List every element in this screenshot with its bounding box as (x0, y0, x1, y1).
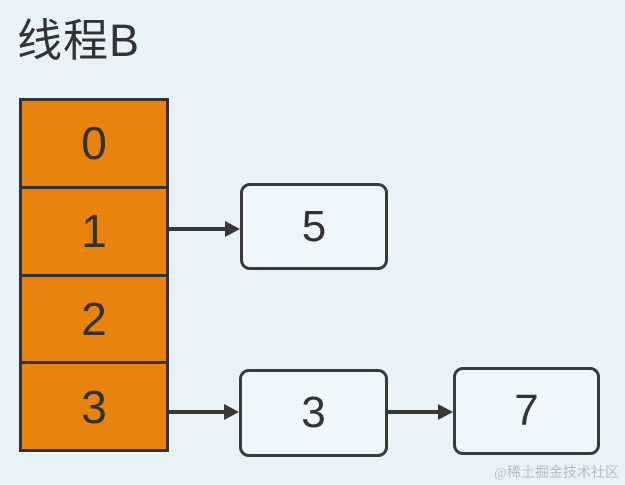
arrowhead-icon (225, 221, 240, 237)
bucket-array: 0 1 2 3 (19, 98, 169, 452)
arrow-shaft (388, 410, 440, 414)
arrow-shaft (169, 410, 226, 414)
arrow-shaft (169, 227, 227, 231)
bucket-cell-0: 0 (81, 117, 107, 170)
list-node-7: 7 (453, 367, 600, 455)
arrowhead-icon (224, 404, 239, 420)
arrowhead-icon (438, 404, 453, 420)
watermark: @稀土掘金技术社区 (494, 466, 619, 481)
bucket-cell-3: 3 (22, 361, 166, 449)
list-node-5: 5 (240, 183, 388, 270)
thread-label: 线程B (17, 15, 141, 66)
bucket-cell-2: 2 (22, 273, 166, 362)
list-node-3: 3 (239, 369, 388, 457)
bucket-cell-1: 1 (22, 185, 166, 274)
